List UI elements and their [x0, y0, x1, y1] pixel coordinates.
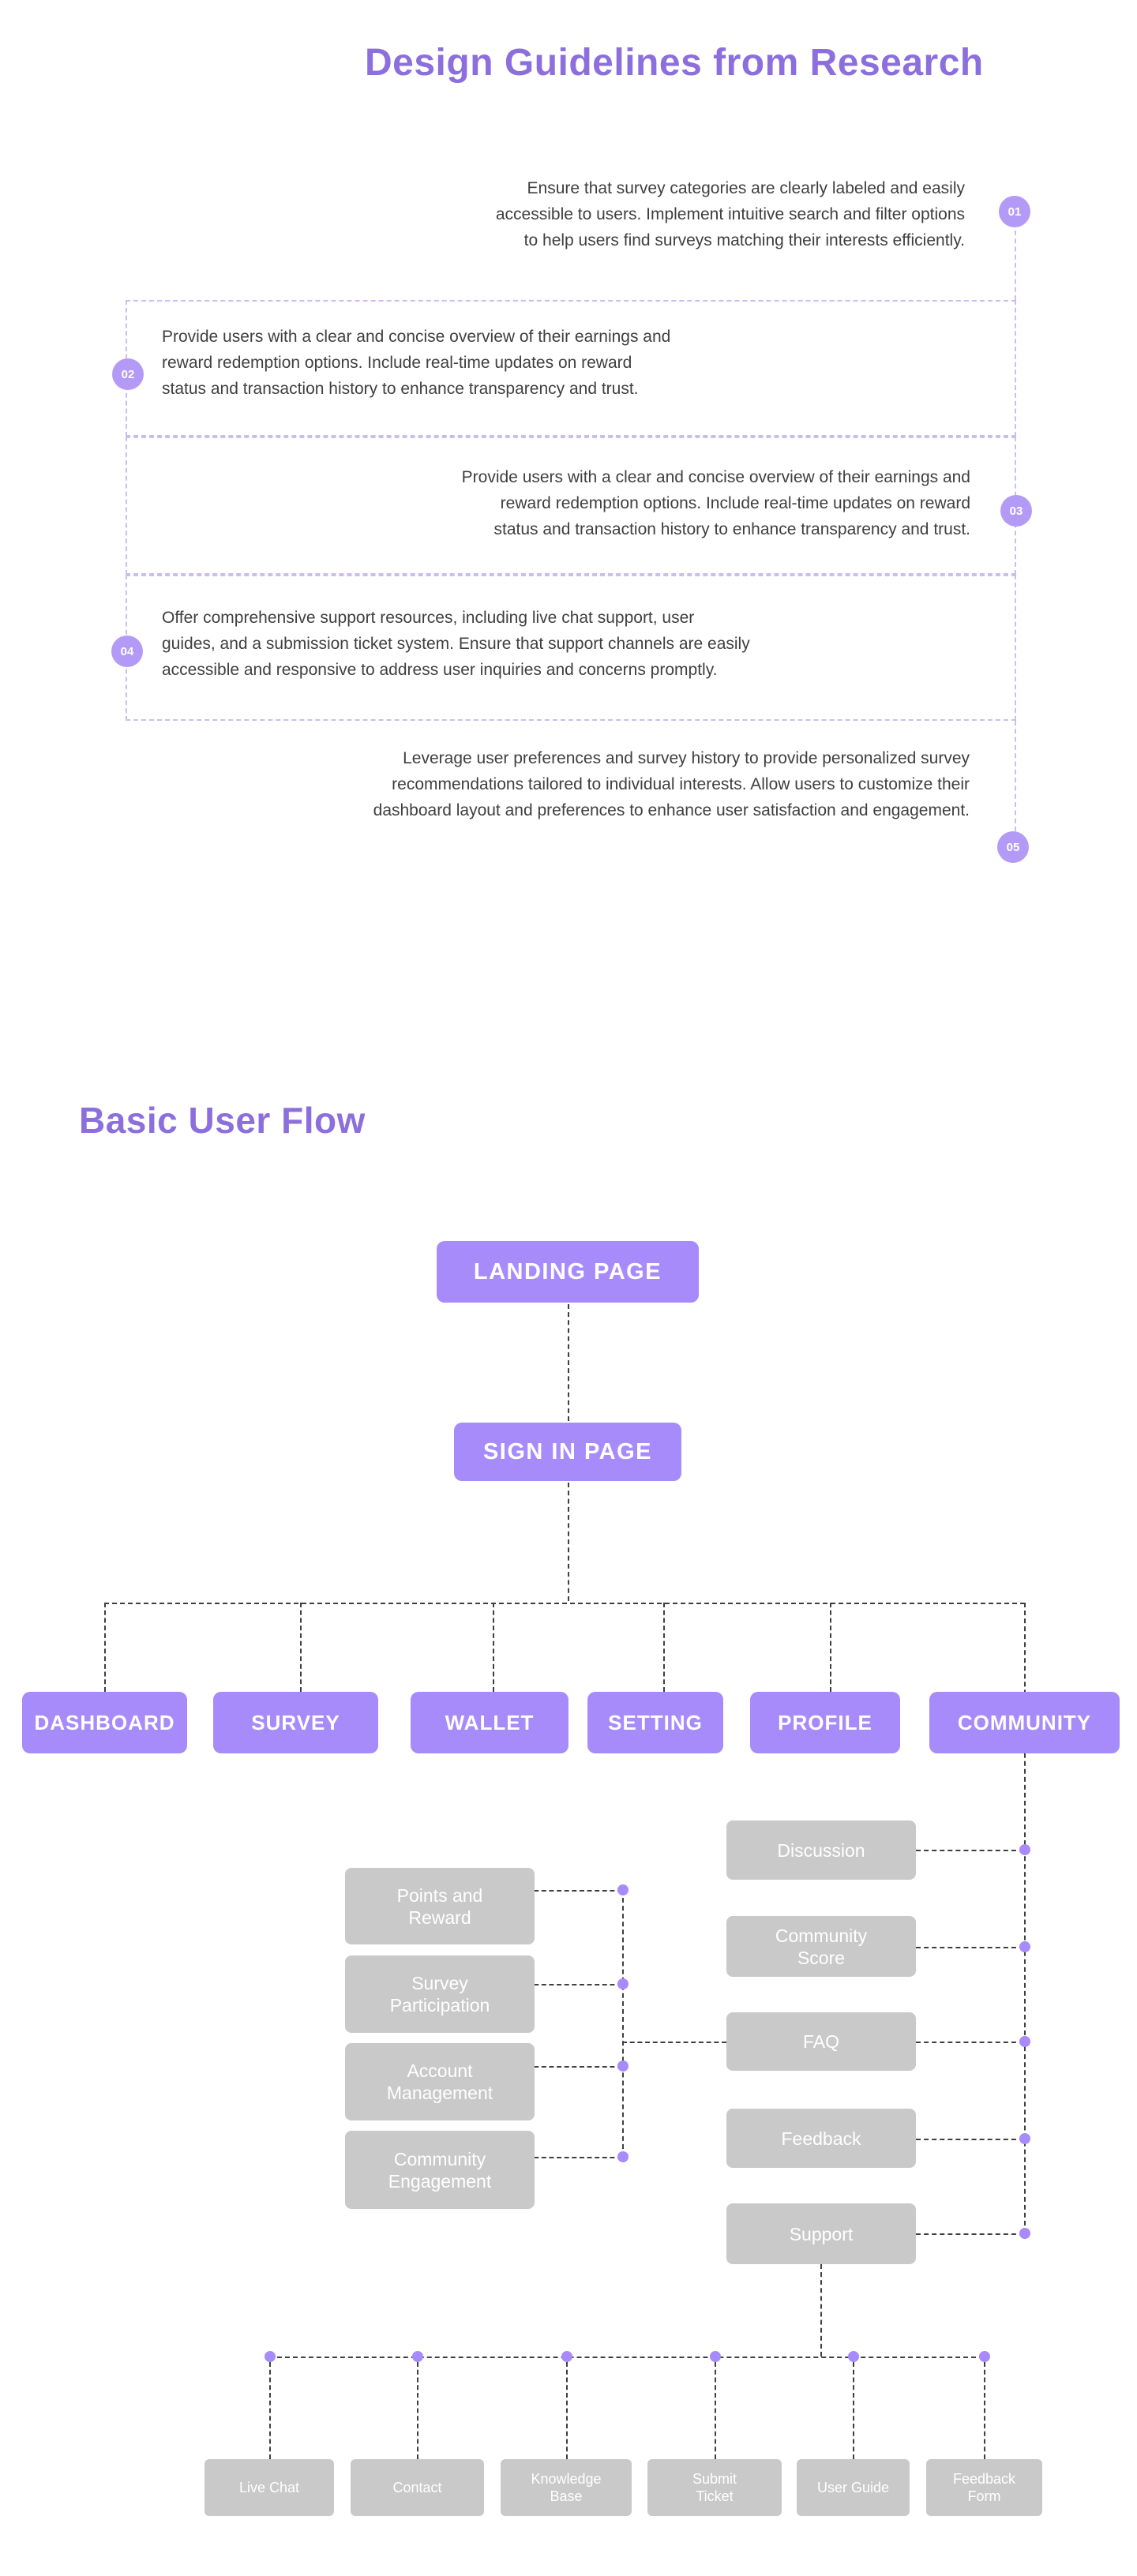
guideline-connector-line: [1015, 721, 1016, 831]
flow-node-live-chat: Live Chat: [205, 2459, 334, 2516]
flow-node-knowledge-base: Knowledge Base: [501, 2459, 632, 2516]
flow-node-support: Support: [726, 2203, 916, 2264]
connector-line: [663, 1603, 665, 1692]
guideline-item-text-05: Leverage user preferences and survey his…: [373, 749, 970, 819]
flow-node-points-and-reward: Points and Reward: [345, 1868, 535, 1944]
connector-line: [104, 1603, 106, 1692]
connector-line: [984, 2362, 985, 2459]
flow-node-setting: SETTING: [587, 1692, 723, 1753]
guideline-connector-line: [1015, 231, 1016, 300]
flow-node-survey: SURVEY: [213, 1692, 378, 1753]
connector-dot: [617, 2060, 629, 2072]
connector-line: [916, 2042, 1024, 2043]
connector-line: [300, 1603, 302, 1692]
guideline-number-badge-01: 01: [999, 196, 1030, 227]
connector-line: [566, 2362, 568, 2459]
connector-line: [519, 1890, 622, 1892]
flow-node-profile: PROFILE: [750, 1692, 900, 1753]
flow-node-faq: FAQ: [726, 2012, 916, 2071]
guideline-item-text-02: Provide users with a clear and concise o…: [162, 328, 671, 398]
connector-dot: [848, 2351, 859, 2362]
connector-line: [916, 1850, 1024, 1851]
guideline-item-text-01: Ensure that survey categories are clearl…: [495, 179, 965, 249]
flow-node-wallet: WALLET: [411, 1692, 568, 1753]
flow-node-landing-page: LANDING PAGE: [437, 1241, 699, 1303]
connector-dot: [710, 2351, 721, 2362]
flow-node-community: COMMUNITY: [929, 1692, 1120, 1753]
flow-node-community-engagement: Community Engagement: [345, 2131, 535, 2209]
guideline-item-text-04: Offer comprehensive support resources, i…: [162, 609, 750, 679]
guideline-number-badge-02: 02: [112, 358, 144, 390]
connector-dot: [1019, 2228, 1030, 2239]
user-flow-title: Basic User Flow: [79, 1100, 366, 1141]
connector-dot: [561, 2351, 572, 2362]
connector-dot: [412, 2351, 423, 2362]
connector-line: [916, 1947, 1024, 1948]
connector-line: [830, 1603, 831, 1692]
connector-line: [568, 1304, 569, 1421]
connector-dot: [979, 2351, 990, 2362]
connector-dot: [265, 2351, 276, 2362]
connector-line: [916, 2139, 1024, 2140]
connector-line: [519, 2066, 622, 2068]
connector-dot: [617, 1978, 629, 1989]
connector-line: [715, 2362, 716, 2459]
connector-line: [916, 2233, 1024, 2235]
flow-node-sign-in-page: SIGN IN PAGE: [454, 1423, 681, 1481]
flow-node-contact: Contact: [351, 2459, 484, 2516]
guideline-item-text-03: Provide users with a clear and concise o…: [461, 468, 970, 538]
connector-line: [820, 2264, 822, 2357]
flow-node-dashboard: DASHBOARD: [22, 1692, 187, 1753]
connector-dot: [1019, 1844, 1030, 1855]
connector-line: [417, 2362, 418, 2459]
guideline-number-badge-04: 04: [111, 636, 143, 667]
connector-line: [269, 2357, 984, 2358]
flow-node-survey-participation: Survey Participation: [345, 1955, 535, 2033]
guideline-number-badge-03: 03: [1000, 495, 1032, 527]
flow-node-discussion: Discussion: [726, 1820, 916, 1880]
connector-line: [493, 1603, 494, 1692]
connector-dot: [1019, 1941, 1030, 1952]
connector-line: [622, 2042, 726, 2043]
connector-line: [622, 1890, 624, 2157]
flow-node-feedback-form: Feedback Form: [926, 2459, 1042, 2516]
guidelines-title: Design Guidelines from Research: [365, 42, 984, 84]
flow-node-community-score: Community Score: [726, 1916, 916, 1977]
connector-dot: [617, 2151, 629, 2162]
connector-dot: [617, 1884, 629, 1895]
connector-line: [519, 1984, 622, 1985]
connector-line: [853, 2362, 854, 2459]
connector-line: [519, 2157, 622, 2158]
flow-node-submit-ticket: Submit Ticket: [647, 2459, 782, 2516]
flow-node-feedback: Feedback: [726, 2109, 916, 2168]
guideline-number-badge-05: 05: [997, 831, 1029, 863]
connector-line: [104, 1603, 1025, 1604]
connector-line: [568, 1483, 569, 1601]
connector-dot: [1019, 2133, 1030, 2144]
connector-dot: [1019, 2036, 1030, 2047]
flow-node-account-management: Account Management: [345, 2043, 535, 2120]
connector-line: [269, 2362, 271, 2459]
flow-node-user-guide: User Guide: [797, 2459, 910, 2516]
connector-line: [1024, 1603, 1026, 2233]
